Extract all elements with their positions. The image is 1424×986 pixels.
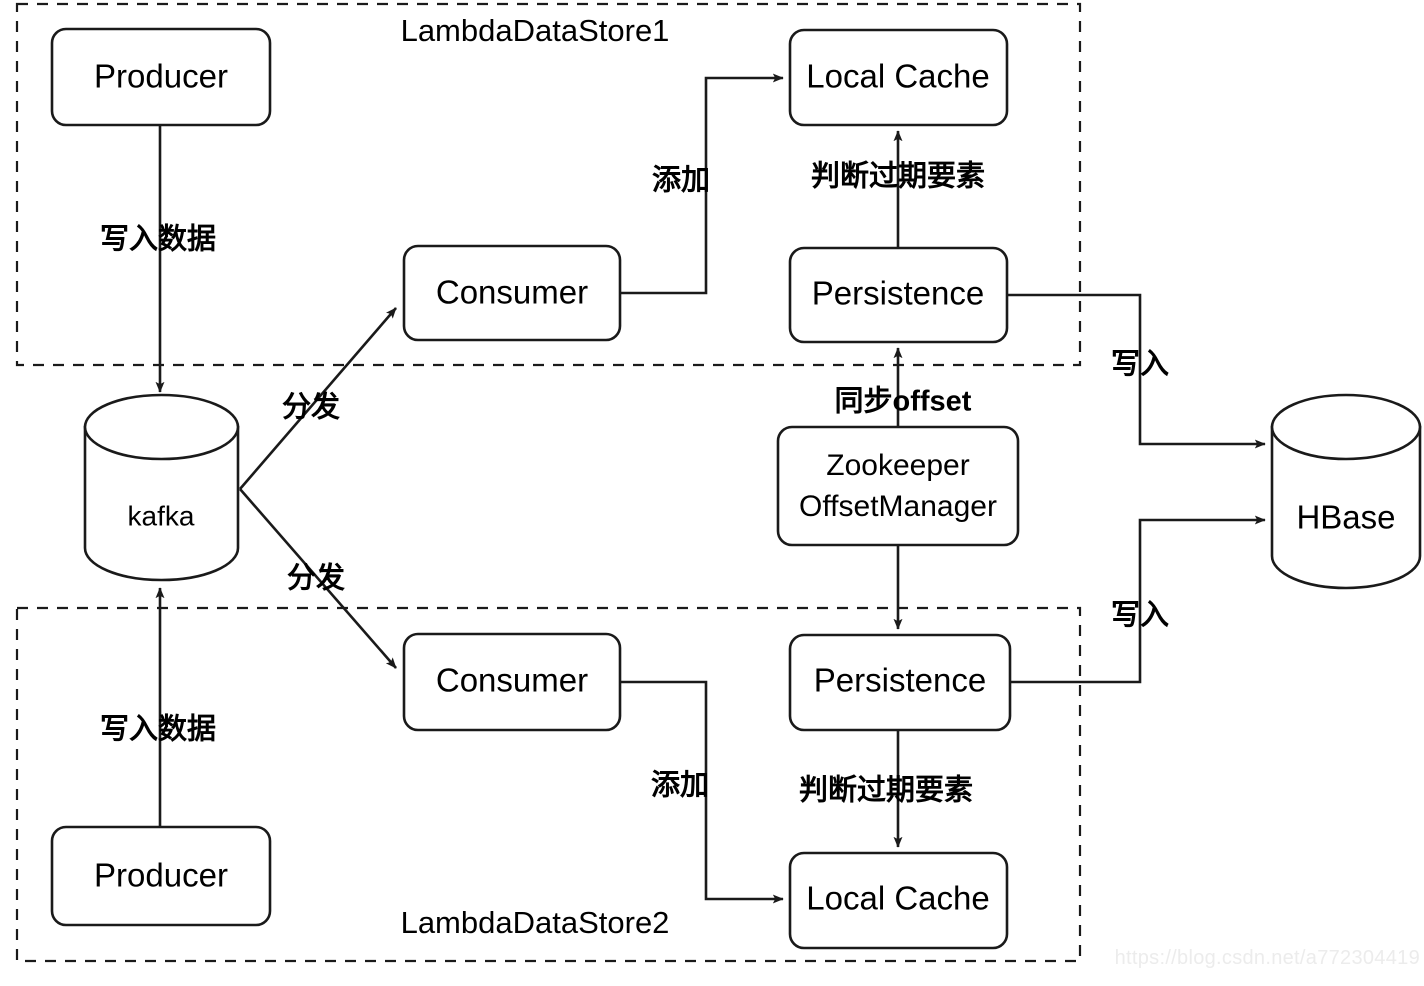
node-localcache2[interactable]: Local Cache (788, 851, 1009, 950)
producer1-box[interactable] (50, 27, 272, 127)
edge-kafka-consumer2 (239, 488, 397, 669)
persistence2-label: Persistence (814, 662, 986, 699)
edge-label-persistence2-localcache2: 判断过期要素 (799, 774, 973, 807)
producer2-label: Producer (94, 857, 228, 894)
node-kafka[interactable]: kafka (83, 393, 240, 582)
node-persistence2[interactable]: Persistence (788, 633, 1012, 732)
localcache1-box[interactable] (788, 28, 1009, 127)
node-localcache1[interactable]: Local Cache (788, 28, 1009, 127)
kafka-cylinder-top[interactable] (83, 393, 240, 461)
edge-label-kafka-consumer1: 分发 (282, 391, 340, 424)
node-zookeeper-offsetmanager[interactable]: Zookeeper OffsetManager (776, 425, 1020, 547)
node-consumer1[interactable]: Consumer (402, 244, 622, 342)
edge-label-persistence1-hbase: 写入 (1111, 349, 1169, 381)
persistence1-box[interactable] (788, 246, 1009, 344)
node-producer2[interactable]: Producer (50, 825, 272, 927)
zookeeper-box[interactable] (776, 425, 1020, 547)
group-lambdadatastore1 (15, 2, 1082, 367)
edge-persistence1-hbase (1007, 293, 1266, 449)
edge-label-persistence1-localcache1: 判断过期要素 (811, 160, 985, 193)
edge-persistence2-hbase (1010, 515, 1266, 684)
persistence1-label: Persistence (812, 275, 984, 312)
edge-consumer2-localcache2 (620, 680, 784, 904)
node-producer1[interactable]: Producer (50, 27, 272, 127)
edge-kafka-consumer1 (239, 307, 397, 490)
edge-label-consumer2-localcache2: 添加 (651, 769, 709, 802)
zookeeper-label-line1: Zookeeper (826, 449, 969, 482)
source-watermark: https://blog.csdn.net/a772304419 (1114, 947, 1420, 969)
edge-label-persistence2-hbase: 写入 (1111, 600, 1169, 632)
consumer1-box[interactable] (402, 244, 622, 342)
consumer2-label: Consumer (436, 662, 588, 699)
kafka-label: kafka (128, 500, 195, 531)
zookeeper-label-line2: OffsetManager (799, 490, 997, 523)
localcache2-label: Local Cache (806, 880, 989, 917)
localcache2-box[interactable] (788, 851, 1009, 950)
node-persistence1[interactable]: Persistence (788, 246, 1009, 344)
persistence2-box[interactable] (788, 633, 1012, 732)
kafka-cylinder-body[interactable] (83, 425, 240, 582)
hbase-cylinder-body[interactable] (1270, 425, 1422, 590)
edge-label-producer2-kafka: 写入数据 (100, 713, 216, 746)
consumer2-box[interactable] (402, 632, 622, 732)
producer1-label: Producer (94, 58, 228, 95)
edge-label-kafka-consumer2: 分发 (287, 562, 345, 595)
hbase-label: HBase (1296, 499, 1395, 536)
node-consumer2[interactable]: Consumer (402, 632, 622, 732)
group-label-lambdadatastore2: LambdaDataStore2 (401, 905, 670, 940)
consumer1-label: Consumer (436, 274, 588, 311)
producer2-box[interactable] (50, 825, 272, 927)
edge-label-producer1-kafka: 写入数据 (100, 223, 216, 256)
group-label-lambdadatastore1: LambdaDataStore1 (401, 13, 670, 48)
edge-label-zookeeper-persistence1: 同步offset (835, 385, 972, 418)
hbase-cylinder-top[interactable] (1270, 393, 1422, 461)
localcache1-label: Local Cache (806, 58, 989, 95)
group-lambdadatastore2 (15, 606, 1082, 963)
node-hbase[interactable]: HBase (1270, 393, 1422, 590)
edge-label-consumer1-localcache1: 添加 (652, 164, 710, 197)
edge-consumer1-localcache1 (620, 73, 784, 295)
